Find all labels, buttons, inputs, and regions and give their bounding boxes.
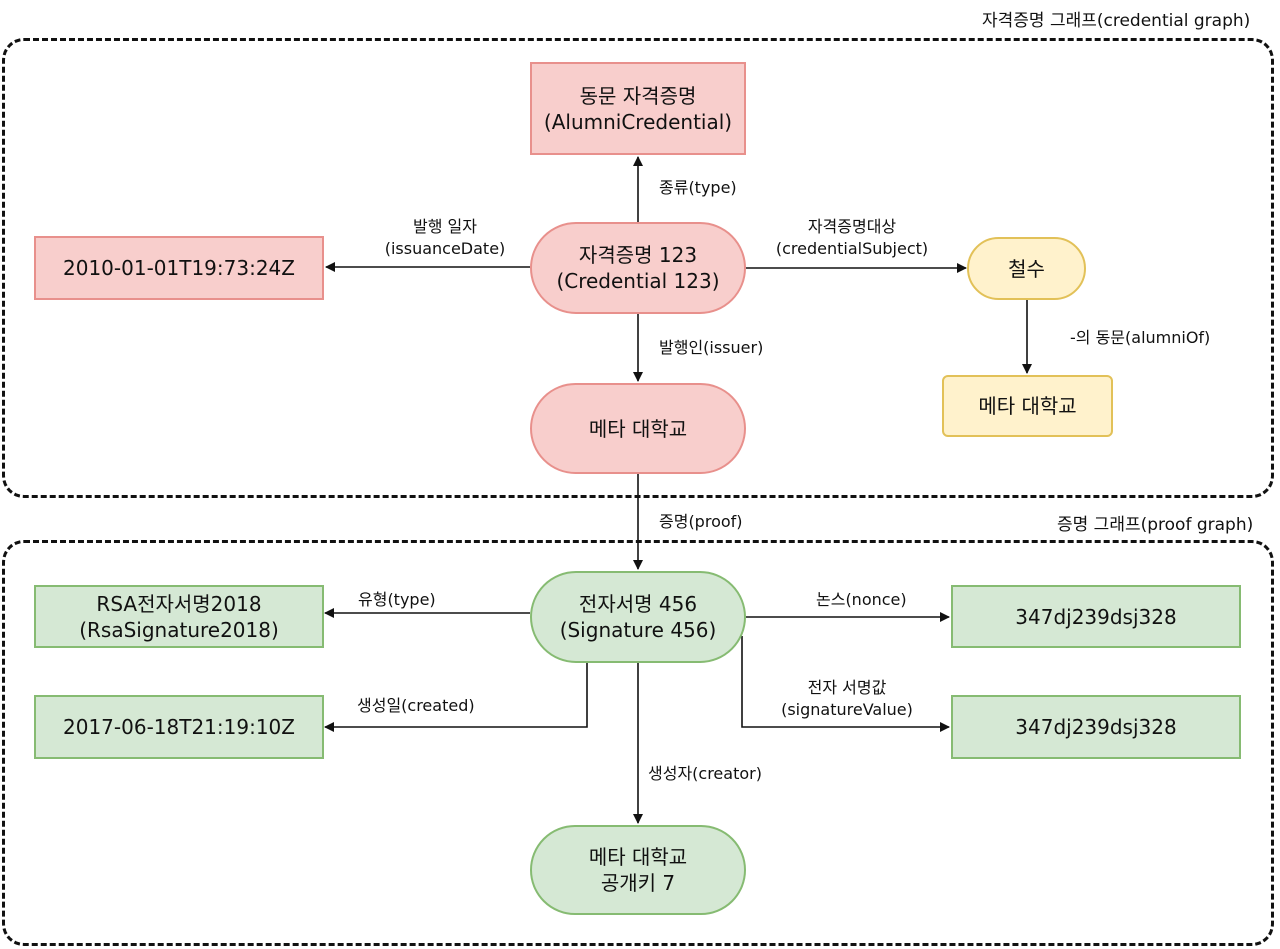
edge-label-signature-value-line1: 전자 서명값 [807, 678, 887, 697]
node-signature-456-line1: 전자서명 456 [578, 592, 698, 616]
node-public-key-line2: 공개키 7 [600, 871, 676, 895]
edge-label-proof: 증명(proof) [659, 512, 743, 531]
node-rsa-signature-line1: RSA전자서명2018 [96, 591, 262, 616]
node-alumni-university: 메타 대학교 [942, 375, 1113, 437]
edge-label-issuance-date-line1: 발행 일자 [413, 217, 477, 236]
node-alumni-credential-line1: 동문 자격증명 [579, 83, 697, 108]
node-credential-123: 자격증명 123 (Credential 123) [530, 222, 746, 314]
edge-label-nonce: 논스(nonce) [816, 590, 907, 609]
edge-label-created: 생성일(created) [357, 696, 475, 715]
edge-label-sig-type: 유형(type) [358, 590, 436, 609]
node-credential-123-line2: (Credential 123) [556, 269, 720, 293]
node-signature-456-line2: (Signature 456) [559, 618, 717, 642]
node-cheolsu: 철수 [967, 237, 1086, 300]
node-created-date: 2017-06-18T21:19:10Z [34, 695, 324, 759]
node-rsa-signature-line2: (RsaSignature2018) [79, 617, 279, 642]
node-nonce-value-line1: 347dj239dsj328 [1015, 604, 1177, 629]
edge-label-credential-subject: 자격증명대상 (credentialSubject) [762, 216, 942, 259]
node-issuer-university: 메타 대학교 [530, 383, 746, 474]
edge-signature-value [741, 636, 950, 732]
edge-label-issuance-date: 발행 일자 (issuanceDate) [360, 216, 530, 259]
node-credential-123-line1: 자격증명 123 [578, 243, 698, 267]
node-rsa-signature: RSA전자서명2018 (RsaSignature2018) [34, 585, 324, 648]
credential-graph-label: 자격증명 그래프(credential graph) [982, 11, 1251, 31]
node-issuer-university-line1: 메타 대학교 [588, 416, 688, 441]
node-alumni-university-line1: 메타 대학교 [978, 394, 1077, 418]
node-issuance-date: 2010-01-01T19:73:24Z [34, 236, 324, 300]
edge-label-creator: 생성자(creator) [648, 764, 762, 783]
node-issuance-date-line1: 2010-01-01T19:73:24Z [63, 256, 295, 280]
node-public-key-line1: 메타 대학교 [588, 845, 688, 869]
node-public-key: 메타 대학교 공개키 7 [530, 825, 746, 915]
edge-label-signature-value: 전자 서명값 (signatureValue) [762, 677, 932, 720]
node-created-date-line1: 2017-06-18T21:19:10Z [63, 715, 295, 739]
edge-label-issuer: 발행인(issuer) [659, 338, 764, 357]
proof-graph-label: 증명 그래프(proof graph) [1057, 515, 1254, 535]
node-alumni-credential-line2: (AlumniCredential) [543, 109, 733, 134]
edge-label-credential-subject-line1: 자격증명대상 [807, 217, 897, 236]
edge-label-issuance-date-line2: (issuanceDate) [384, 238, 506, 258]
node-cheolsu-line1: 철수 [1008, 256, 1045, 281]
edge-created [324, 662, 588, 732]
node-signature-value-line1: 347dj239dsj328 [1015, 715, 1177, 739]
edge-label-alumni-of: -의 동문(alumniOf) [1070, 328, 1211, 347]
edge-label-type: 종류(type) [659, 178, 737, 197]
node-nonce-value: 347dj239dsj328 [951, 585, 1241, 648]
node-alumni-credential: 동문 자격증명 (AlumniCredential) [530, 62, 746, 155]
node-signature-value: 347dj239dsj328 [951, 695, 1241, 759]
node-signature-456: 전자서명 456 (Signature 456) [530, 571, 746, 663]
edge-label-credential-subject-line2: (credentialSubject) [775, 238, 929, 258]
edge-label-signature-value-line2: (signatureValue) [781, 699, 913, 719]
